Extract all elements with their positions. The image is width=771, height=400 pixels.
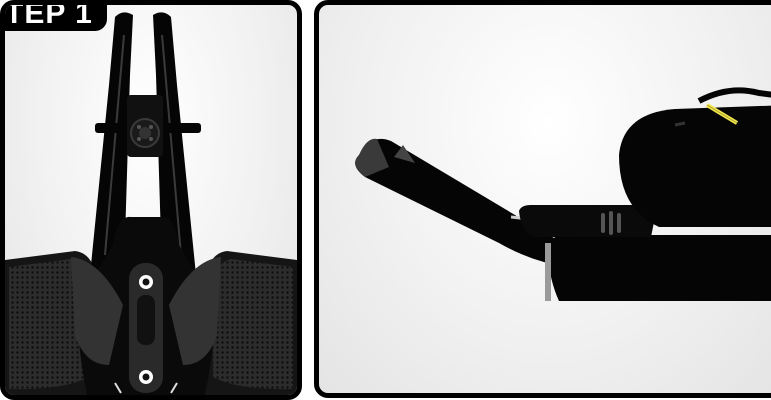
step-label: TEP 1 (0, 0, 107, 31)
aerobar-top-view-illustration (5, 5, 297, 395)
bar-band (545, 243, 551, 301)
step-1-right-panel (314, 0, 771, 398)
bracket (519, 205, 655, 237)
right-arm-pad-texture (213, 259, 293, 389)
step-1-left-panel: TEP 1 (0, 0, 302, 400)
aerobar-side-view-illustration (319, 5, 771, 393)
lower-bar (547, 237, 771, 301)
arm-cup (619, 105, 771, 227)
cable-loop (699, 90, 771, 101)
